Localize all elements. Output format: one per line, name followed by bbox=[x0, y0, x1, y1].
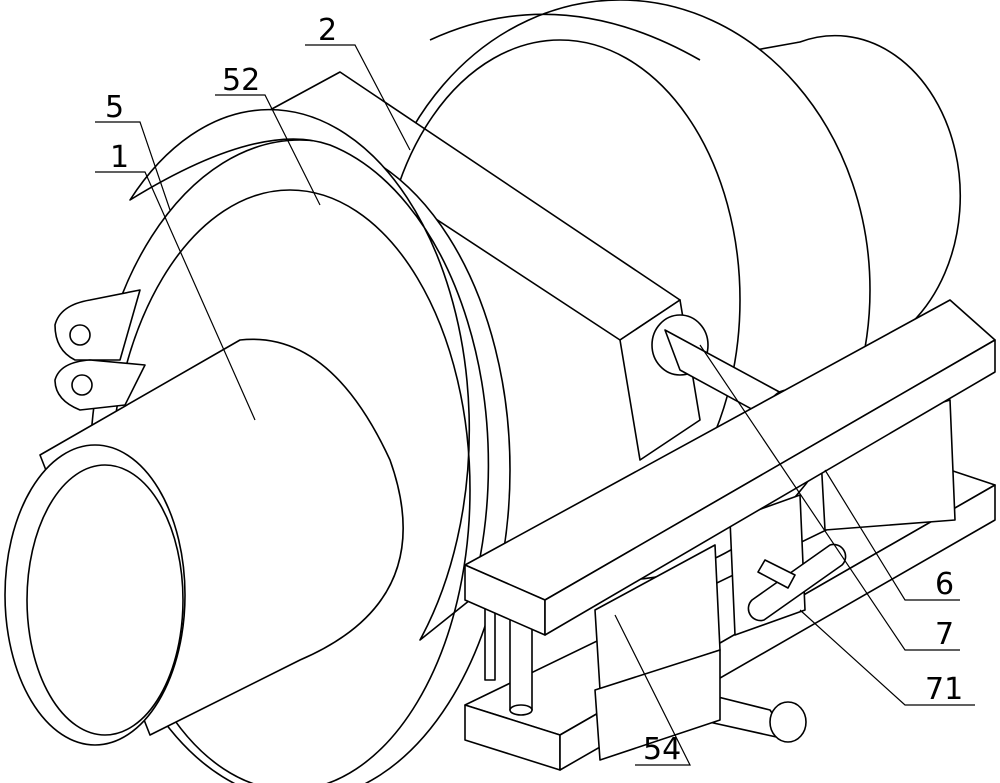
label-71: 71 bbox=[925, 672, 963, 707]
pipe bbox=[4, 338, 404, 746]
label-7: 7 bbox=[935, 617, 954, 652]
slot-and-bolt bbox=[747, 543, 847, 622]
label-1: 1 bbox=[110, 140, 129, 175]
leader-lines bbox=[95, 44, 975, 766]
label-6: 6 bbox=[935, 567, 954, 602]
label-52: 52 bbox=[222, 63, 260, 98]
label-2: 2 bbox=[318, 13, 337, 48]
label-5: 5 bbox=[105, 90, 124, 125]
hinge-lugs bbox=[54, 289, 146, 411]
upper-plate bbox=[464, 299, 996, 636]
label-54: 54 bbox=[643, 732, 681, 767]
